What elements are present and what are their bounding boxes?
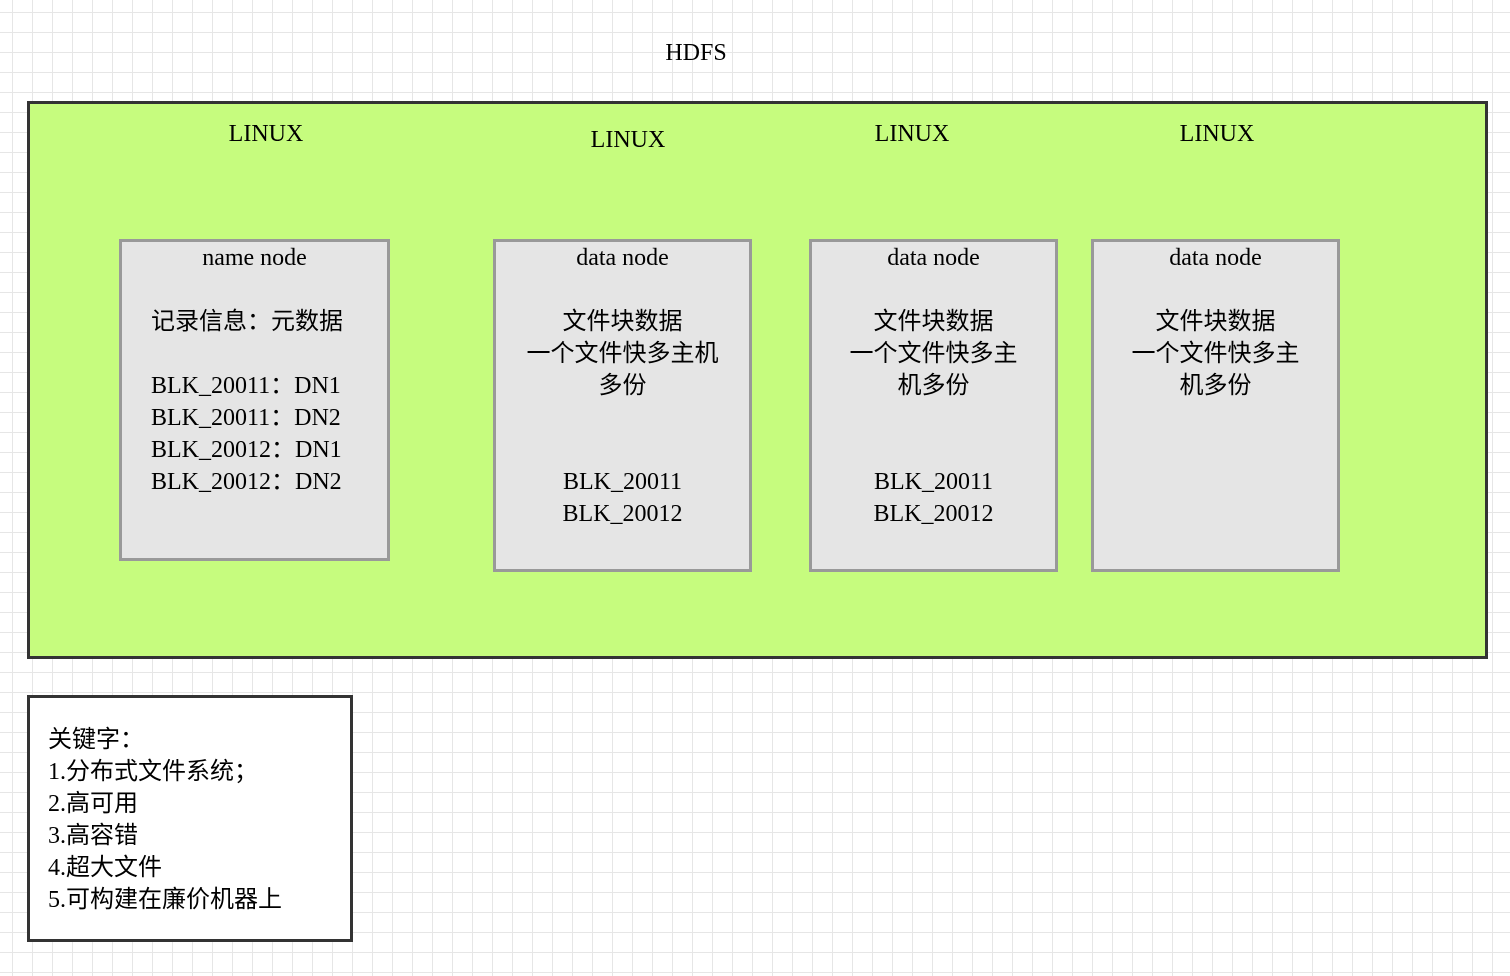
block-id: BLK_20012 bbox=[562, 501, 683, 527]
data-node-blocks: BLK_20011 BLK_20012 bbox=[812, 466, 1055, 530]
name-node-entries: BLK_20011：DN1 BLK_20011：DN2 BLK_20012：DN… bbox=[122, 370, 387, 498]
name-node-entry: BLK_20012：DN1 bbox=[151, 437, 342, 463]
data-node-title: data node bbox=[1169, 245, 1262, 271]
data-node-title: data node bbox=[887, 245, 980, 271]
keywords-heading: 关键字： bbox=[48, 727, 144, 753]
keyword-item: 1.分布式文件系统； bbox=[48, 759, 258, 785]
description-line: 一个文件快多主机 bbox=[526, 341, 719, 367]
name-node-title: name node bbox=[202, 245, 307, 271]
data-node-title: data node bbox=[576, 245, 669, 271]
host-label-1: LINUX bbox=[228, 121, 304, 147]
data-node-description: 文件块数据 一个文件快多主 机多份 bbox=[1094, 306, 1337, 402]
description-line: 文件块数据 bbox=[562, 309, 683, 335]
diagram-title: HDFS bbox=[665, 40, 727, 66]
host-label-4: LINUX bbox=[1179, 121, 1255, 147]
keyword-item: 2.高可用 bbox=[48, 791, 138, 817]
description-line: 文件块数据 bbox=[873, 309, 994, 335]
data-node-3-box: data node 文件块数据 一个文件快多主 机多份 bbox=[1091, 239, 1340, 572]
description-line: 文件块数据 bbox=[1155, 309, 1276, 335]
data-node-blocks: BLK_20011 BLK_20012 bbox=[496, 466, 749, 530]
description-line: 多份 bbox=[598, 373, 647, 399]
description-line: 一个文件快多主 bbox=[849, 341, 1018, 367]
name-node-info: 记录信息：元数据 bbox=[151, 309, 343, 335]
name-node-entry: BLK_20011：DN1 bbox=[151, 373, 341, 399]
data-node-description: 文件块数据 一个文件快多主机 多份 bbox=[496, 306, 749, 402]
data-node-description: 文件块数据 一个文件快多主 机多份 bbox=[812, 306, 1055, 402]
block-id: BLK_20012 bbox=[873, 501, 994, 527]
block-id: BLK_20011 bbox=[873, 469, 994, 495]
description-line: 一个文件快多主 bbox=[1131, 341, 1300, 367]
description-line: 机多份 bbox=[897, 373, 970, 399]
data-node-1-box: data node 文件块数据 一个文件快多主机 多份 BLK_20011 BL… bbox=[493, 239, 752, 572]
keyword-item: 3.高容错 bbox=[48, 823, 138, 849]
host-label-2: LINUX bbox=[590, 127, 666, 153]
data-node-2-box: data node 文件块数据 一个文件快多主 机多份 BLK_20011 BL… bbox=[809, 239, 1058, 572]
name-node-box: name node 记录信息：元数据 BLK_20011：DN1 BLK_200… bbox=[119, 239, 390, 561]
hdfs-cluster-container: LINUX LINUX LINUX LINUX name node 记录信息：元… bbox=[27, 101, 1488, 659]
keywords-note: 关键字： 1.分布式文件系统； 2.高可用 3.高容错 4.超大文件 5.可构建… bbox=[27, 695, 353, 942]
name-node-entry: BLK_20012：DN2 bbox=[151, 469, 342, 495]
host-label-3: LINUX bbox=[874, 121, 950, 147]
keyword-item: 5.可构建在廉价机器上 bbox=[48, 887, 282, 913]
name-node-entry: BLK_20011：DN2 bbox=[151, 405, 341, 431]
description-line: 机多份 bbox=[1179, 373, 1252, 399]
keyword-item: 4.超大文件 bbox=[48, 855, 162, 881]
block-id: BLK_20011 bbox=[562, 469, 683, 495]
